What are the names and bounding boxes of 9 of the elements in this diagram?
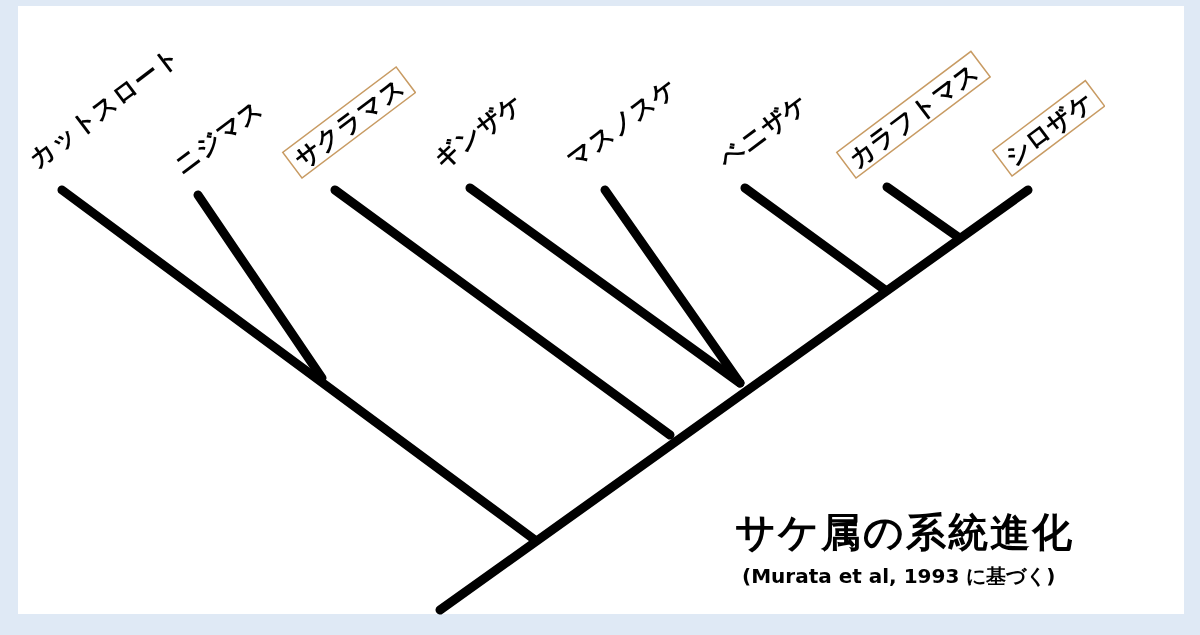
species-label: サクラマス	[281, 65, 416, 179]
species-label: カラフトマス	[835, 50, 991, 179]
species-name: ニジマス	[167, 92, 270, 181]
title: サケ属の系統進化	[735, 508, 1074, 557]
species-label: シロザケ	[991, 79, 1105, 177]
species-name: ギンザケ	[427, 86, 530, 175]
species-name: マスノスケ	[560, 71, 684, 175]
species-name: ベニザケ	[712, 86, 815, 175]
caption: (Murata et al, 1993 に基づく)	[742, 563, 1056, 590]
